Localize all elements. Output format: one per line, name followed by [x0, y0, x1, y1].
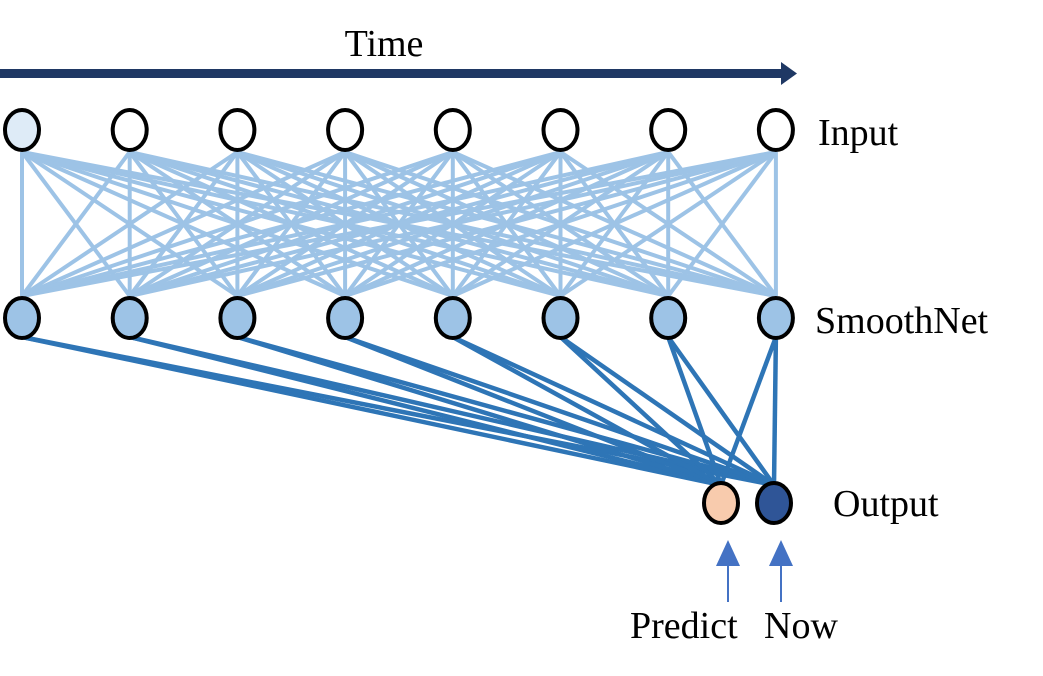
input-node-3	[326, 108, 365, 152]
input-node-5	[541, 108, 580, 152]
output-node-predict	[702, 481, 740, 525]
smoothnet-node-0	[3, 296, 41, 340]
edge-input-7-smooth-5	[559, 150, 778, 298]
edge-input-2-smooth-0	[20, 150, 239, 298]
time-label: Time	[345, 23, 424, 65]
edge-input-7-smooth-4	[451, 150, 777, 298]
output-node-now	[755, 481, 793, 525]
output-pointer-arrows	[716, 540, 793, 602]
edge-input-1-smooth-0	[20, 150, 132, 298]
edge-smooth-6-output-1	[666, 335, 776, 487]
input-to-smoothnet-edges	[20, 150, 778, 298]
smoothnet-node-5	[541, 296, 580, 340]
predict-label: Predict	[630, 605, 738, 647]
edge-smooth-4-output-1	[451, 334, 775, 488]
smoothnet-node-6	[649, 296, 688, 340]
edge-smooth-6-output-0	[666, 336, 724, 486]
edge-input-4-smooth-0	[21, 150, 454, 298]
output-layer-nodes	[702, 481, 793, 525]
time-arrow	[0, 62, 797, 85]
edge-smooth-3-output-1	[344, 334, 775, 488]
input-node-2	[218, 108, 257, 152]
edge-smooth-7-output-0	[718, 336, 779, 486]
smoothnet-node-4	[433, 296, 472, 340]
input-node-7	[756, 108, 795, 152]
smoothnet-layer-label: SmoothNet	[815, 300, 989, 342]
smoothnet-to-output-edges	[21, 334, 779, 488]
edge-smooth-2-output-1	[236, 334, 775, 488]
edge-smooth-4-output-0	[451, 335, 723, 487]
edge-smooth-2-output-0	[236, 334, 722, 488]
smoothnet-node-7	[756, 296, 795, 340]
edge-input-7-smooth-2	[236, 150, 777, 298]
smoothnet-node-3	[326, 296, 365, 340]
edge-input-7-smooth-3	[344, 150, 777, 298]
edge-smooth-7-output-1	[771, 336, 779, 486]
input-layer-label: Input	[818, 112, 899, 154]
input-node-6	[649, 108, 688, 152]
input-node-0	[3, 108, 41, 152]
input-node-1	[110, 108, 149, 152]
smoothnet-layer-nodes	[3, 296, 795, 340]
input-node-4	[433, 108, 472, 152]
arrow-head-predict	[716, 540, 740, 566]
input-layer-nodes	[3, 108, 795, 152]
smoothnet-node-2	[218, 296, 257, 340]
edge-input-6-smooth-0	[21, 150, 669, 298]
edge-input-7-smooth-1	[129, 150, 777, 298]
edge-smooth-1-output-1	[129, 334, 775, 488]
arrow-head-now	[769, 540, 793, 566]
edge-input-7-smooth-0	[21, 150, 777, 298]
edge-smooth-5-output-0	[558, 335, 723, 487]
edge-smooth-0-output-1	[21, 334, 775, 488]
edge-input-7-smooth-6	[666, 150, 778, 298]
edge-input-3-smooth-0	[21, 150, 346, 298]
edge-smooth-5-output-1	[559, 335, 776, 487]
edge-smooth-3-output-0	[344, 334, 722, 488]
edge-input-5-smooth-0	[21, 150, 562, 298]
output-layer-label: Output	[833, 483, 939, 525]
smoothnet-node-1	[110, 296, 149, 340]
now-label: Now	[764, 605, 838, 647]
